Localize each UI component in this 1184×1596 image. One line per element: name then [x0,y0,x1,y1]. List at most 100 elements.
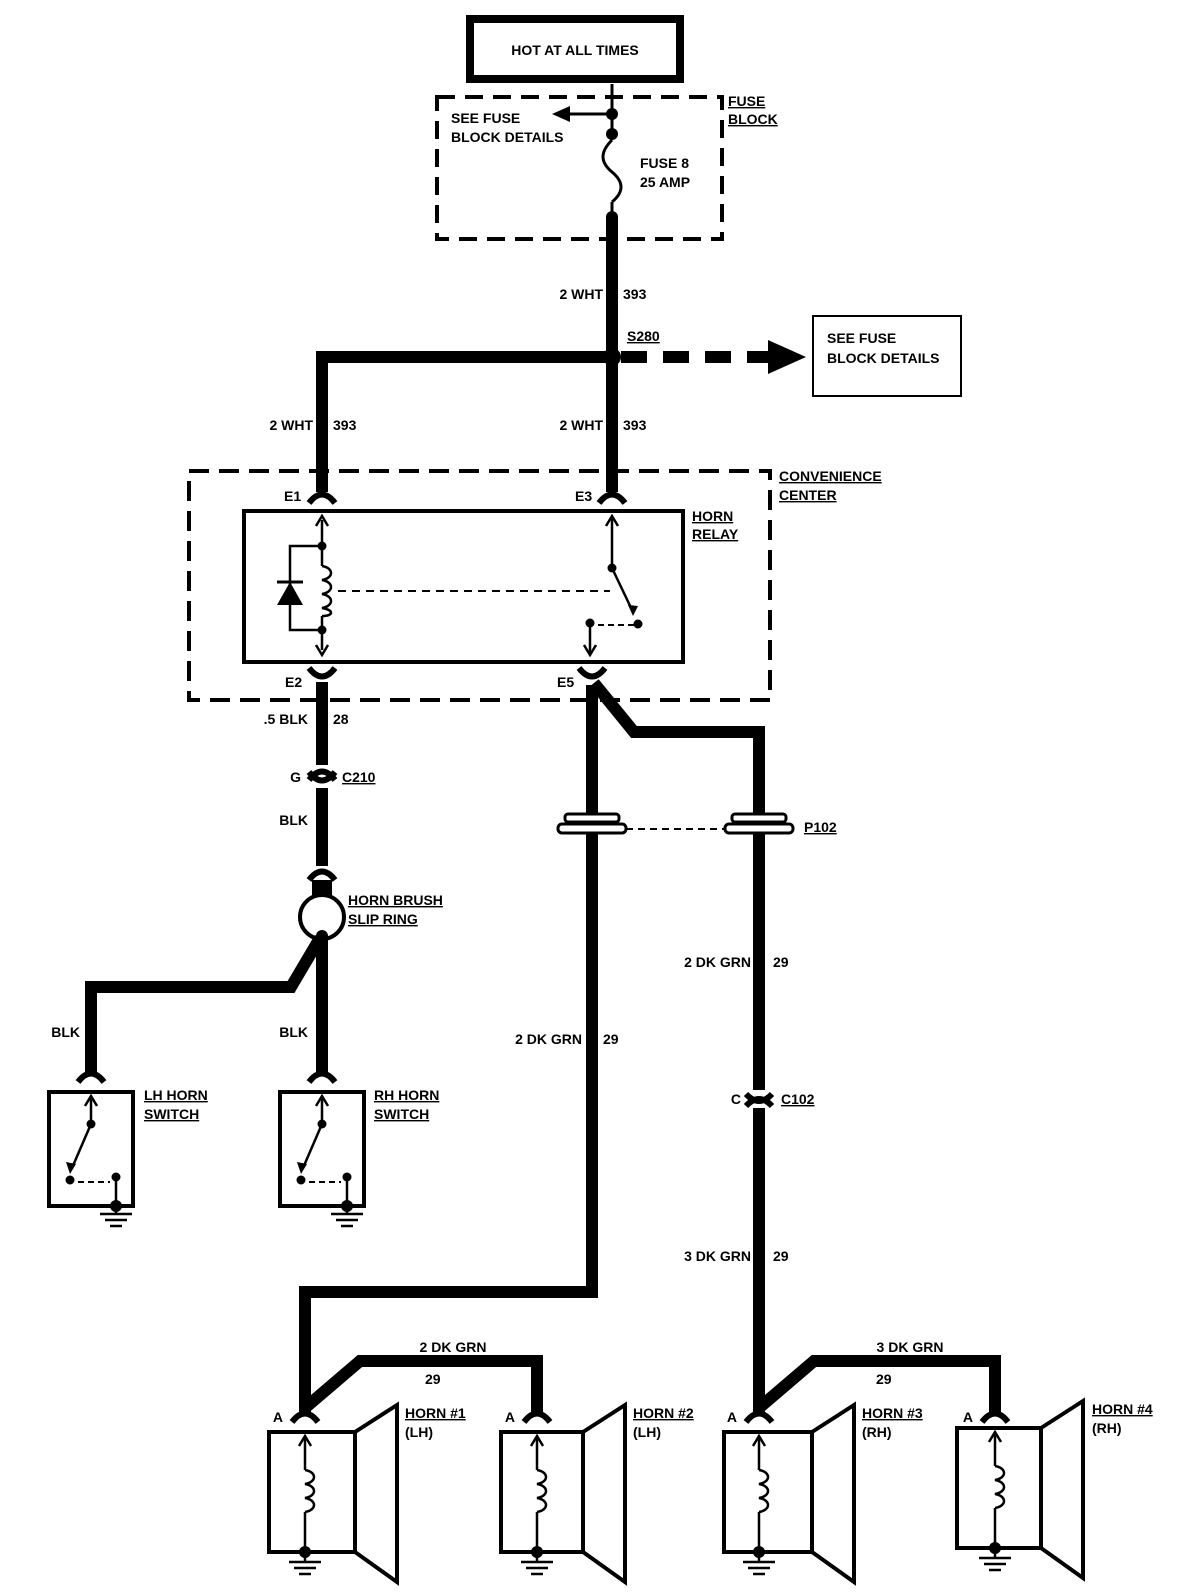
horn-1: A HORN #1 (LH) [267,1401,466,1586]
wire-horn34-color: 3 DK GRN [877,1339,944,1355]
horn-coil-icon [536,1468,548,1514]
horn-1-name: HORN #1 [405,1405,466,1421]
horn-coil-icon [758,1468,770,1514]
horn-4: A HORN #4 (RH) [955,1397,1153,1582]
horn-3: A HORN #3 (RH) [722,1401,923,1586]
convenience-center: CONVENIENCE CENTER [187,468,882,702]
fuse-block-see-1: SEE FUSE [451,110,520,126]
see-fuse-box-line-1: SEE FUSE [827,330,896,346]
convenience-center-label-1: CONVENIENCE [779,468,882,484]
pin-e5-label: E5 [557,674,574,690]
c102-label: C102 [781,1091,815,1107]
wire-mid-color: 2 WHT [559,417,603,433]
wire-left-circuit: 393 [333,417,357,433]
fuse-block-see-2: BLOCK DETAILS [451,129,564,145]
wire-grn-left-circuit: 29 [603,1031,619,1047]
wire-horn12-circuit: 29 [425,1371,441,1387]
horn-2: A HORN #2 (LH) [499,1401,694,1586]
see-fuse-box: SEE FUSE BLOCK DETAILS [812,315,962,397]
horn-speaker-icon [1039,1397,1085,1582]
fuse-block-title-1: FUSE [728,93,765,109]
c210-label: C210 [342,769,376,785]
wire-grn-lower-color: 3 DK GRN [684,1248,751,1264]
wire-top-color: 2 WHT [559,286,603,302]
splice-dot [603,348,621,366]
ground-icon [331,1212,363,1228]
horn-4-side: (RH) [1092,1420,1122,1436]
brush-label-2: SLIP RING [348,911,418,927]
horn-feed-wires: P102 2 DK GRN 29 2 DK GRN 29 C C102 3 DK… [289,679,1011,1424]
diode-icon [277,582,303,605]
lh-horn-switch: LH HORN SWITCH [47,1087,208,1228]
fuse-label-2: 25 AMP [640,174,690,190]
horn-speaker-icon [353,1401,399,1586]
c210-pin-label: G [290,769,301,785]
wire-blk-rh: BLK [279,1024,308,1040]
arrow-down-icon [314,644,330,658]
hot-at-all-times-label: HOT AT ALL TIMES [511,42,639,58]
wire-horn34-circuit: 29 [876,1371,892,1387]
arrow-up-icon-2 [604,513,620,527]
pin-e2-label: E2 [285,674,302,690]
coil-icon [321,564,333,618]
c102-pin-label: C [731,1091,741,1107]
wire-horn12-color: 2 DK GRN [420,1339,487,1355]
arrow-right-icon [768,340,806,374]
p102-connector-right [723,812,795,835]
brush-block [312,880,332,898]
see-fuse-box-line-2: BLOCK DETAILS [827,350,940,366]
fuse-block-title-2: BLOCK [728,111,778,127]
wire-mid-circuit: 393 [623,417,647,433]
lh-switch-label-1: LH HORN [144,1087,208,1103]
p102-connector-left [556,812,628,835]
horn-2-pin: A [505,1409,515,1425]
arrow-down-icon-2 [582,644,598,658]
pin-e1-label: E1 [284,488,301,504]
rh-switch-label-2: SWITCH [374,1106,429,1122]
horn-4-name: HORN #4 [1092,1401,1153,1417]
splice-label: S280 [627,328,660,344]
wire-grn-left-color: 2 DK GRN [515,1031,582,1047]
horn-speaker-icon [810,1401,856,1586]
horn-coil-icon [994,1464,1006,1510]
arrow-up-icon [314,513,330,527]
fuse-block: FUSE BLOCK SEE FUSE BLOCK DETAILS FUSE 8… [435,84,778,241]
ground-icon [979,1556,1011,1572]
hot-at-all-times-box: HOT AT ALL TIMES [466,15,684,83]
feed-wires: 2 WHT 393 S280 2 WHT 393 2 WHT 393 [269,217,806,492]
convenience-center-label-2: CENTER [779,487,837,503]
ground-icon [100,1212,132,1228]
pin-e2-connector [306,666,338,680]
arrow-up-icon-rh [314,1093,330,1107]
rh-switch-contact [301,1123,324,1169]
pin-e5-connector [576,666,608,680]
arrow-up-icon-lh [83,1093,99,1107]
horn-3-name: HORN #3 [862,1405,923,1421]
horn-2-side: (LH) [633,1424,661,1440]
horn-2-name: HORN #2 [633,1405,694,1421]
wire-e2-color: .5 BLK [264,711,308,727]
rh-switch-label-1: RH HORN [374,1087,439,1103]
horn-speaker-icon [581,1401,627,1586]
horn-4-pin: A [963,1409,973,1425]
wire-left-color: 2 WHT [269,417,313,433]
wire-grn-right-color: 2 DK GRN [684,954,751,970]
wire-top-circuit: 393 [623,286,647,302]
relay-switch-contact [610,567,635,613]
horn-1-side: (LH) [405,1424,433,1440]
wire-grn-right-circuit: 29 [773,954,789,970]
switch-circuit: .5 BLK 28 G C210 BLK HORN BRUSH SLIP RIN… [51,682,443,1084]
fuse-icon [601,138,623,204]
wire-grn-lower-circuit: 29 [773,1248,789,1264]
lh-switch-label-2: SWITCH [144,1106,199,1122]
ground-icon [521,1560,553,1576]
ground-icon [289,1560,321,1576]
horn-3-side: (RH) [862,1424,892,1440]
wire-blk-lh: BLK [51,1024,80,1040]
pin-e3-label: E3 [575,488,592,504]
lh-switch-contact [70,1123,93,1169]
pin-e1-connector [306,491,338,505]
horn-relay: HORN RELAY E1 E3 E2 E5 [242,488,739,690]
horn-3-pin: A [727,1409,737,1425]
p102-label: P102 [804,819,837,835]
